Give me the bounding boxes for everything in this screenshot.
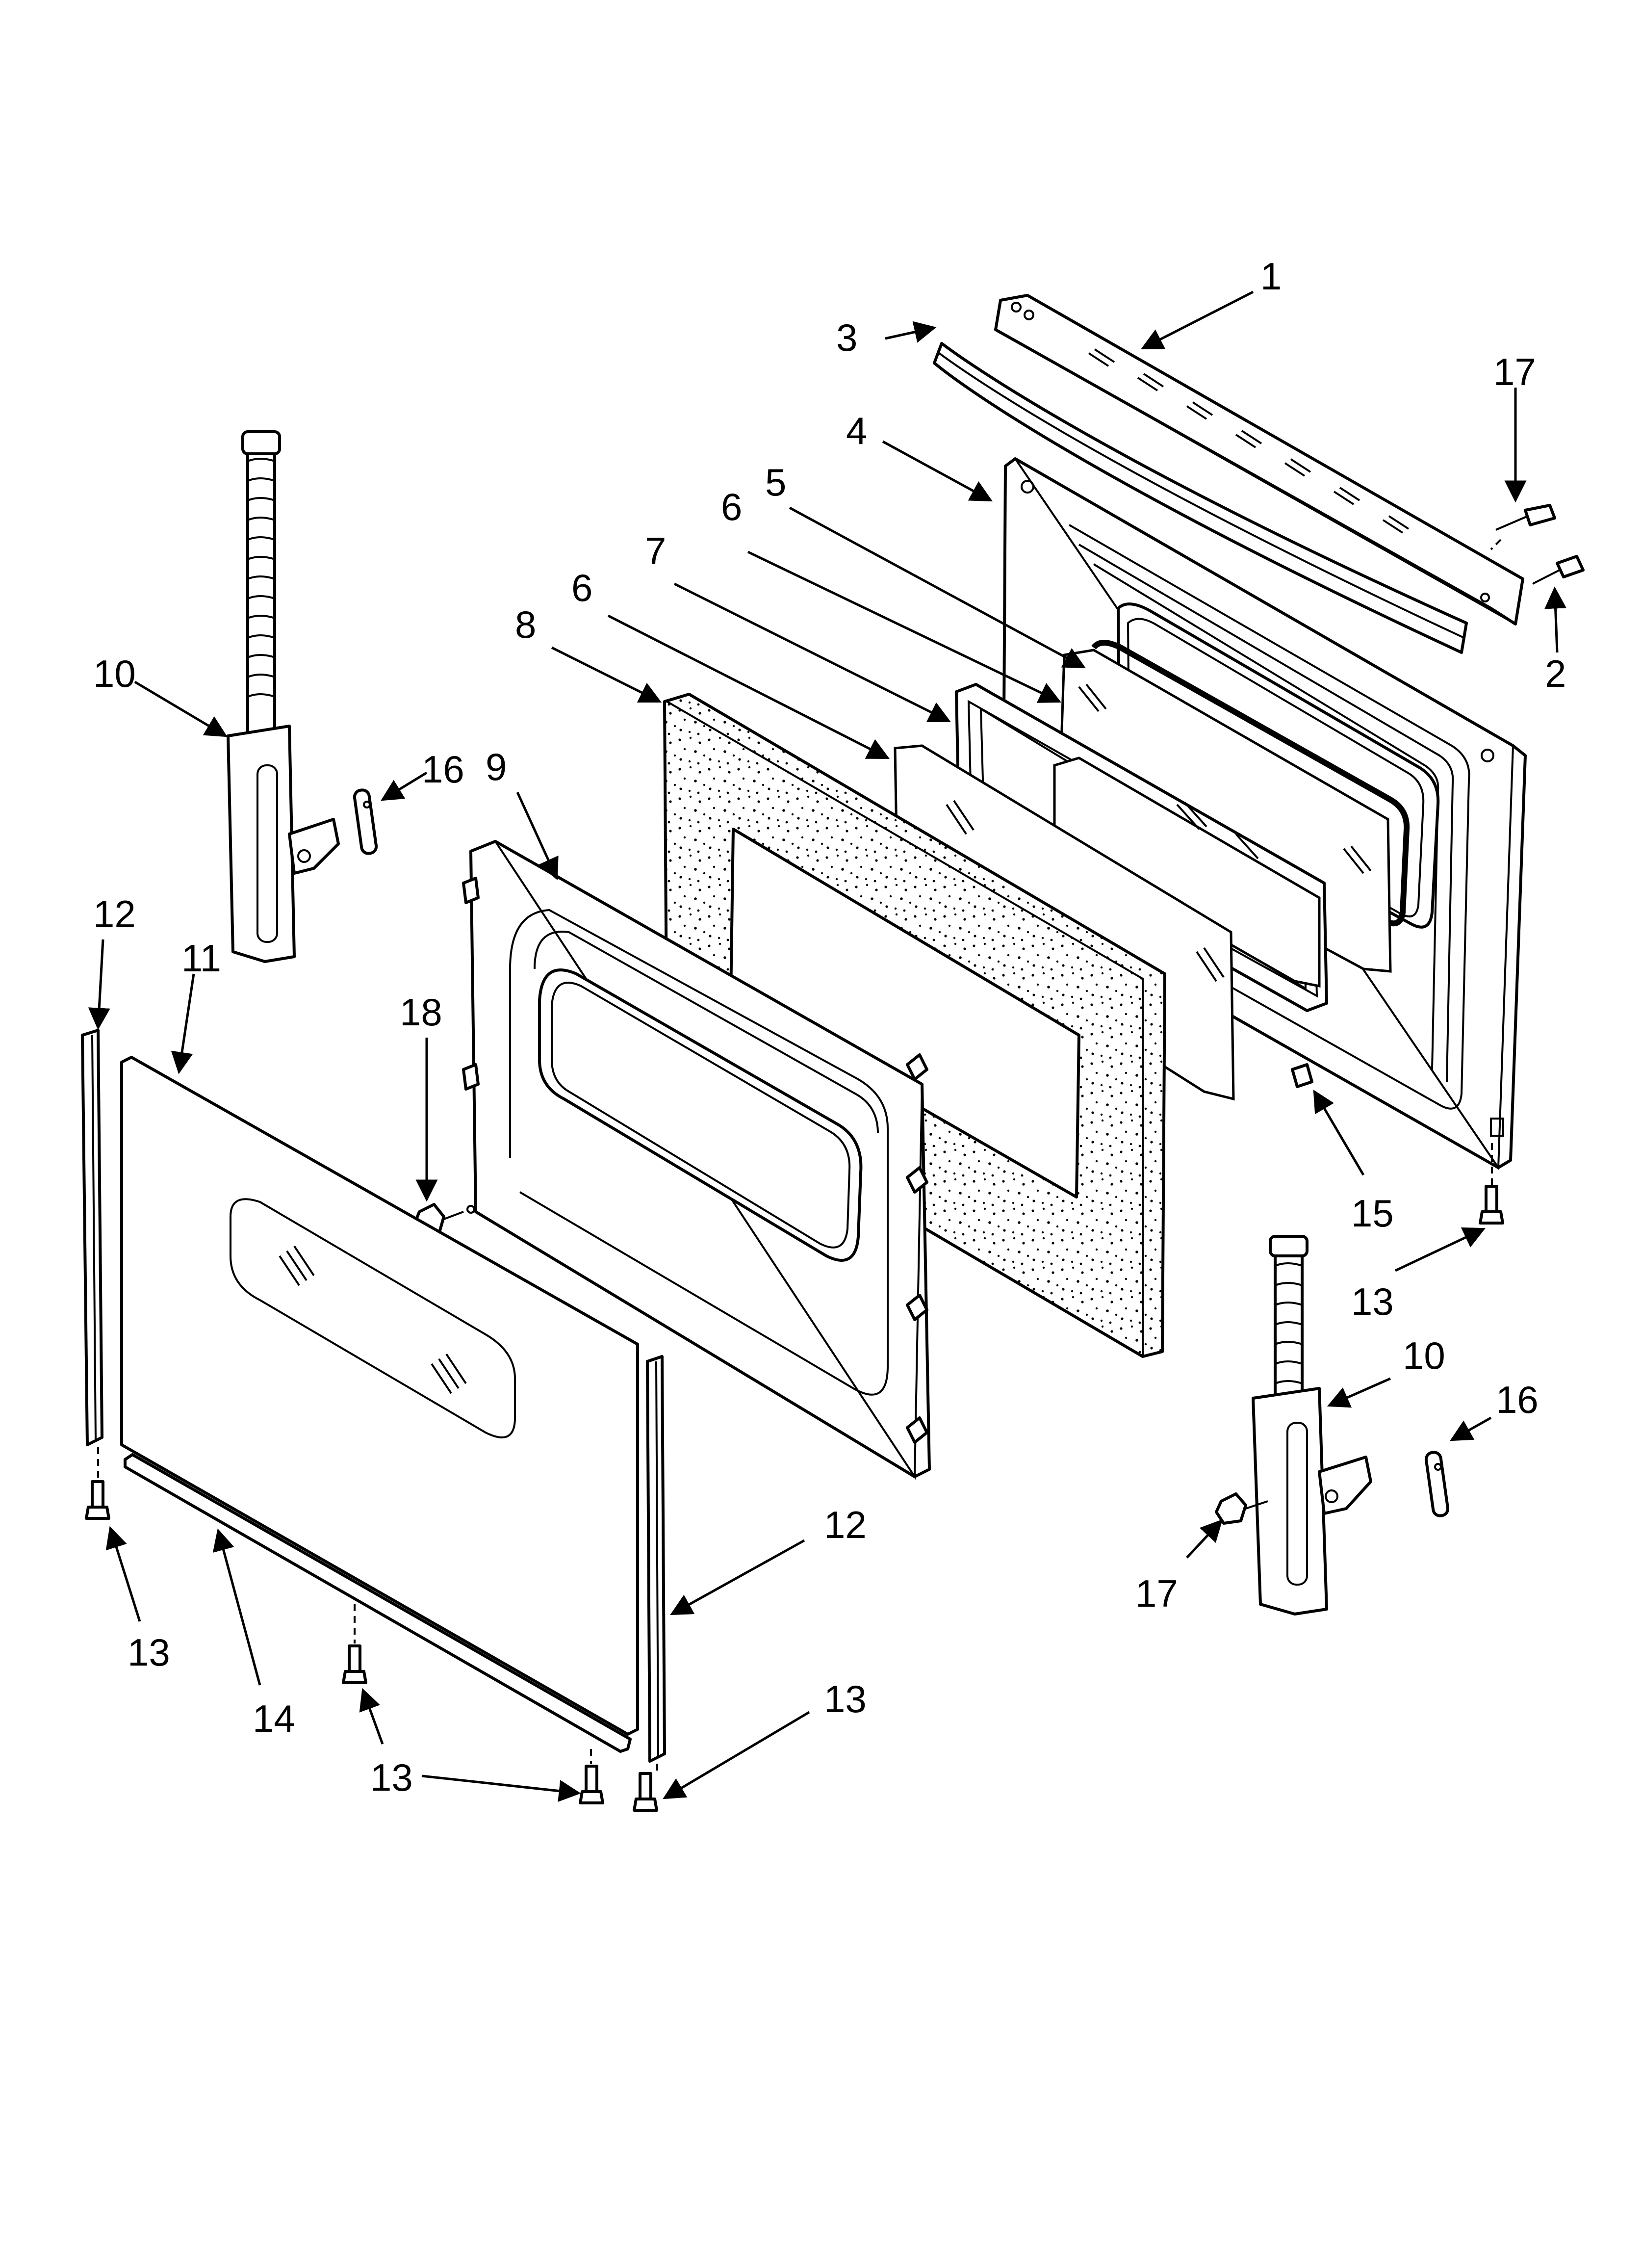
- callout-9: 9: [486, 745, 507, 788]
- screw-bottom-left: [85, 1480, 110, 1520]
- door-hinge-right: [1252, 1235, 1372, 1616]
- screw-bottom-right: [633, 1772, 658, 1812]
- callout-10-left: 10: [93, 652, 136, 695]
- callout-18: 18: [400, 991, 442, 1034]
- hinge-clip-left: [353, 788, 378, 855]
- bottom-trim: [124, 1453, 632, 1753]
- side-trim-left: [81, 1029, 103, 1446]
- inner-door-liner: [462, 840, 931, 1480]
- door-handle: [933, 342, 1468, 654]
- callout-3: 3: [836, 316, 857, 359]
- callout-13-center: 13: [370, 1756, 413, 1799]
- callout-16-left: 16: [422, 748, 464, 791]
- side-trim-right: [646, 1355, 666, 1763]
- screw-top-right-lower: [1532, 555, 1585, 585]
- callout-11: 11: [181, 937, 221, 980]
- callout-5: 5: [765, 461, 786, 504]
- callout-4: 4: [846, 409, 867, 452]
- callout-13-bottom-right: 13: [824, 1677, 867, 1721]
- door-clip: [1291, 1063, 1313, 1088]
- callout-7: 7: [645, 529, 666, 573]
- door-hinge-left: [227, 430, 340, 963]
- callout-17-hinge: 17: [1135, 1572, 1178, 1615]
- screw-door-lower-right: [1479, 1185, 1504, 1225]
- callout-labels: 1 2 3 4 5 6 6 7 8 9 10 10 11 12 12 13 13…: [93, 255, 1566, 1799]
- callout-14: 14: [253, 1697, 295, 1740]
- callout-1: 1: [1260, 255, 1282, 298]
- screw-top-right: [1495, 504, 1556, 531]
- callout-12-right: 12: [824, 1503, 867, 1546]
- callout-8: 8: [515, 603, 536, 646]
- leader-lines: [88, 290, 1567, 1802]
- hinge-clip-right: [1424, 1451, 1450, 1517]
- screw-bottom-mid: [579, 1765, 604, 1804]
- alignment-lines: [97, 539, 1502, 1771]
- callout-13-left: 13: [128, 1631, 170, 1674]
- callout-2: 2: [1545, 652, 1566, 695]
- callout-16-right: 16: [1496, 1378, 1539, 1421]
- callout-6-lower: 6: [571, 566, 592, 609]
- control-panel-trim: [994, 294, 1524, 626]
- outer-door-glass: [120, 1056, 639, 1736]
- callout-17-top: 17: [1493, 350, 1536, 393]
- callout-6-upper: 6: [721, 485, 742, 528]
- callout-12-left: 12: [93, 892, 136, 936]
- callout-15: 15: [1351, 1192, 1394, 1235]
- screw-hinge-right: [1215, 1492, 1268, 1525]
- callout-13-door-right: 13: [1351, 1280, 1394, 1323]
- screw-bottom-center: [342, 1644, 367, 1684]
- callout-10-right: 10: [1403, 1334, 1445, 1377]
